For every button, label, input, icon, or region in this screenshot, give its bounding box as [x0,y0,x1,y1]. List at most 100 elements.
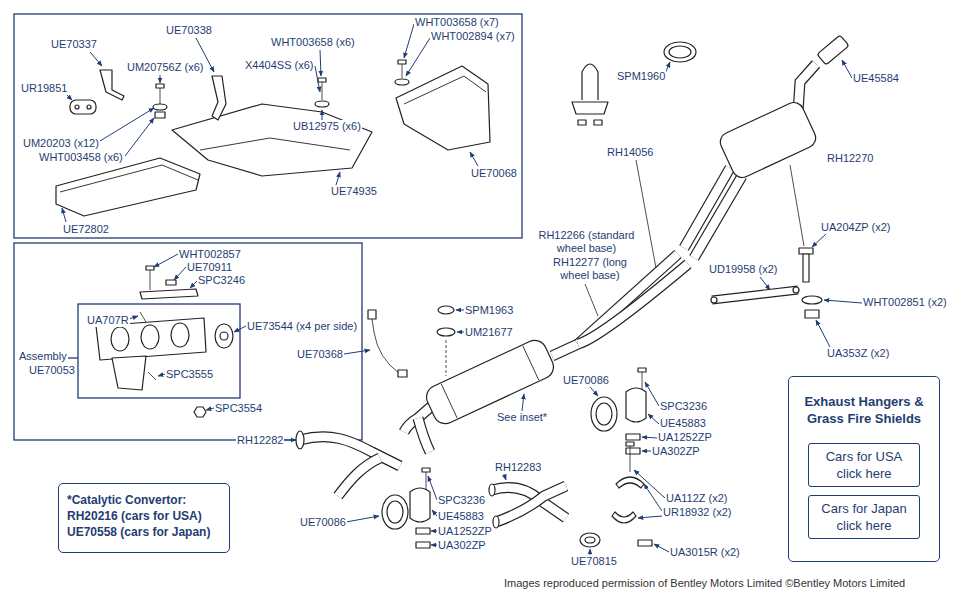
silencer [790,165,804,246]
hanger-strap [805,310,819,318]
part-label: UA204ZP (x2) [820,221,892,234]
part-label: UE70815 [570,555,618,568]
leader-line [842,60,852,78]
fastener [318,78,326,82]
silencer [717,99,819,181]
pipe-clamp [638,368,646,372]
box-text: Cars for Japan click here [817,500,911,534]
silencer [585,284,598,316]
inset-frame [68,357,78,358]
part-label: UD19958 (x2) [708,263,778,276]
link-button: Cars for USA click here [808,443,920,487]
oxygen-sensor [372,319,400,374]
leader-line [174,267,186,280]
part-label: UE70053 [28,364,76,377]
leader-line [234,326,246,332]
pipe-clamp [626,434,640,440]
leader-line [760,277,770,290]
exhaust-pipe [496,486,566,522]
fastener [160,88,161,104]
leader-line [320,50,321,76]
leader-line [824,300,862,303]
pipe-clamp [416,528,430,534]
manifold [194,407,206,417]
part-label: WHT003658 (x7) [414,16,500,29]
part-label: UA1252ZP [657,431,713,444]
pipe-clamp [580,533,600,547]
info-panel: Exhaust Hangers & Grass Fire ShieldsCars… [788,376,940,562]
heat-shield [404,76,486,104]
manifold [140,312,146,322]
leader-line [129,316,138,319]
part-label: UA112Z (x2) [665,492,729,505]
part-label: UA707R [86,314,130,327]
hanger-strap [802,296,822,304]
fastener [155,112,165,118]
part-label: UE45584 [852,72,900,85]
pipe-clamp [630,446,631,472]
exhaust-pipe [338,458,380,496]
part-label: SPM1963 [464,304,514,317]
leader-line [336,172,340,185]
part-label: UM21677 [464,326,514,339]
part-label: RH12277 (long wheel base) [543,256,637,282]
inset-frame [14,14,522,238]
copyright-caption: Images reproduced permission of Bentley … [504,577,905,590]
part-label: SPC3236 [659,400,708,413]
part-label: UA1252ZP [437,525,493,538]
pipe-clamp [626,442,634,446]
part-label: UE70338 [165,24,213,37]
leader-line [190,281,197,288]
part-label: X4404SS (x6) [244,59,314,72]
exhaust-pipe [694,176,742,258]
heat-shield [56,66,490,216]
heat-shield [200,138,350,150]
part-label: UR18932 (x2) [662,506,732,519]
leader-line [100,108,154,141]
part-label: UE70068 [470,167,518,180]
fastener [402,64,403,78]
pipe-clamp [585,537,595,543]
oxygen-sensor [398,370,407,377]
manifold [141,325,159,349]
leader-line [654,544,669,552]
catalytic-convertor [437,328,455,336]
pipe-clamp [626,448,640,454]
manifold [111,327,129,351]
part-label: UE45883 [659,417,707,430]
box-text: Exhaust Hangers & Grass Fire Shields [797,393,931,427]
heat-shield [172,104,372,176]
part-label: UE70086 [299,516,347,529]
leader-line [62,208,66,222]
catalytic-convertor [446,340,447,376]
part-label: RH12282 [236,434,284,447]
fastener [322,82,323,100]
pipe-clamp [591,397,617,431]
leader-line [456,310,464,311]
fastener [395,79,409,85]
note-heading: *Catalytic Convertor: [67,492,221,508]
pipe-clamp [382,368,652,548]
fastener [156,84,164,88]
pipe-clamp [410,488,430,522]
exhaust-pipe [300,437,400,466]
pipe-clamp [612,512,636,523]
exhaust-pipe [493,516,499,528]
part-label: SPC3236 [437,494,486,507]
leader-line [406,38,430,76]
leader-line [470,152,478,166]
leader-line [634,470,665,498]
bracket [212,76,226,120]
part-label: SPC3554 [214,402,263,415]
part-label: UE70368 [296,348,344,361]
manifold [96,266,233,417]
exhaust-pipe [418,418,430,452]
part-label: UA3015R (x2) [669,546,741,559]
pipe-clamp [387,501,403,523]
part-label: SPC3246 [197,274,246,287]
exhaust-pipe [418,418,430,452]
silencer [582,64,598,100]
silencer [669,46,691,58]
hanger-strap [799,248,813,254]
leader-line [642,451,651,452]
